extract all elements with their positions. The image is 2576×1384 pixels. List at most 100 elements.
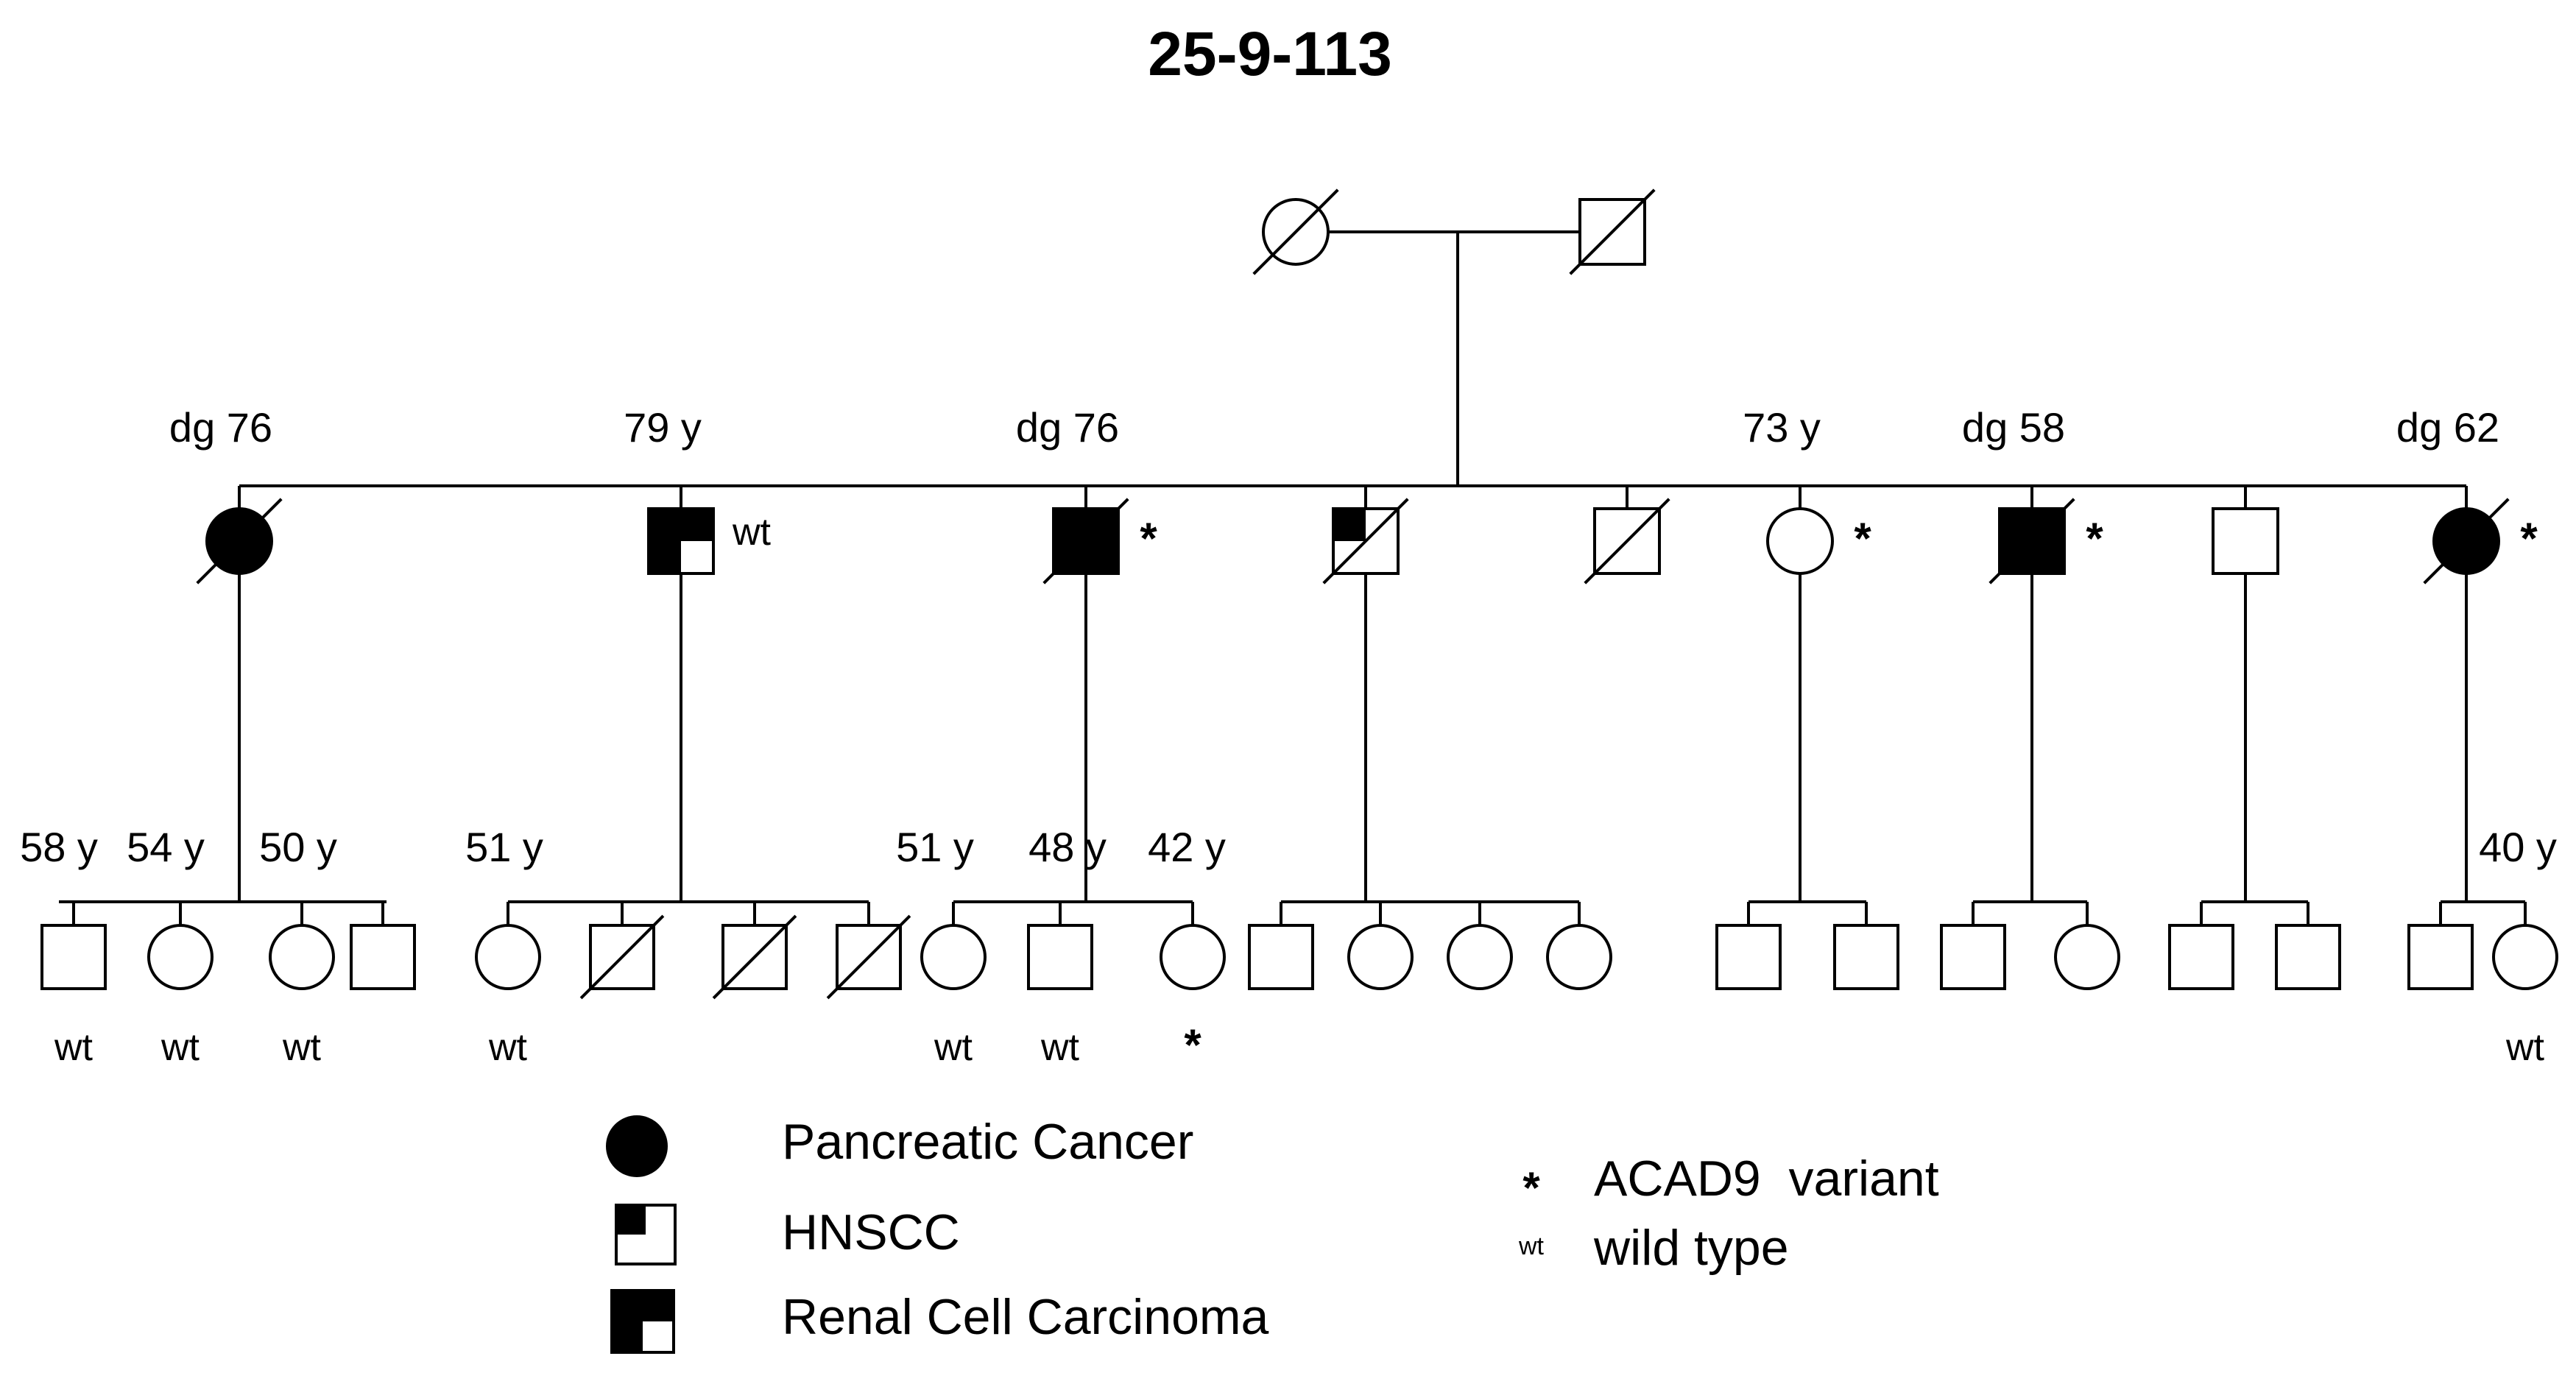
generation2-individual-5 [1584, 498, 1670, 585]
generation3-individual-shape [1160, 924, 1226, 990]
generation3-individual-shape [1447, 924, 1513, 990]
legend-wt-label: wild type [1593, 1220, 1789, 1276]
age-label: 42 y [1148, 824, 1226, 870]
age-label: dg 58 [1962, 404, 2065, 451]
generation3-individual [2054, 924, 2120, 990]
generation3-individual-shape [1248, 924, 1314, 990]
generation1-mother-deceased-slash [1252, 188, 1339, 275]
generation3-individual [2168, 924, 2234, 990]
generation3-individual [2492, 924, 2558, 990]
variant-marker: * [1184, 1020, 1201, 1070]
generation3-individual-deceased-slash [826, 914, 911, 1000]
generation2-individual-4-deceased-slash [1322, 498, 1409, 585]
generation2-individual-5-deceased-slash [1584, 498, 1670, 585]
generation3-individual [1160, 924, 1226, 990]
generation3-individual [1546, 924, 1612, 990]
legend-hnscc-symbol [615, 1204, 677, 1265]
variant-marker: * [1140, 514, 1157, 563]
generation3-individual [475, 924, 541, 990]
generation3-individual-shape [920, 924, 987, 990]
age-label: 51 y [896, 824, 974, 870]
genotype-label: wt [2505, 1026, 2545, 1069]
generation2-individual-6-shape [1766, 507, 1834, 575]
generation2-individual-7 [1989, 498, 2075, 585]
generation2-individual-1 [196, 498, 283, 585]
generation3-individual-shape [2407, 924, 2474, 990]
generation2-individual-7-deceased-slash [1989, 498, 2075, 585]
generation2-individual-3 [1042, 498, 1129, 585]
generation3-individual-deceased-slash [579, 914, 665, 1000]
age-label: dg 76 [1016, 404, 1119, 451]
generation2-individual-9 [2423, 498, 2510, 585]
legend-hnscc-label: HNSCC [782, 1204, 960, 1260]
generation3-individual [712, 914, 797, 1000]
legend-rcc-symbol [610, 1289, 675, 1354]
genotype-label: wt [160, 1026, 200, 1069]
generation3-individual-shape [2492, 924, 2558, 990]
variant-marker: * [2086, 514, 2103, 563]
age-label: dg 76 [169, 404, 272, 451]
generation2-individual-6 [1766, 507, 1834, 575]
generation2-individual-4-hnscc-quadrant [1335, 510, 1366, 541]
age-label: 54 y [127, 824, 205, 870]
generation2-individual-8-shape [2212, 507, 2279, 575]
generation3-individual-shape [1715, 924, 1782, 990]
genotype-label: wt [282, 1026, 322, 1069]
generation3-individual [269, 924, 335, 990]
generation3-individual [40, 924, 107, 990]
generation3-individual [1248, 924, 1314, 990]
generation3-individual-shape [350, 924, 416, 990]
generation2-individual-3-deceased-slash [1042, 498, 1129, 585]
age-label: 73 y [1743, 404, 1821, 451]
genotype-label: wt [1040, 1026, 1080, 1069]
age-label: 51 y [465, 824, 543, 870]
generation3-individual [826, 914, 911, 1000]
generation1-father [1569, 188, 1656, 275]
generation3-individual [2407, 924, 2474, 990]
legend-variant-label: ACAD9 variant [1594, 1151, 1939, 1207]
generation2-individual-1-deceased-slash [196, 498, 283, 585]
pedigree-title: 25-9-113 [1148, 19, 1392, 88]
generation3-individual [1715, 924, 1782, 990]
genotype-label: wt [934, 1026, 973, 1069]
generation3-individual-shape [40, 924, 107, 990]
generation1-mother [1252, 188, 1339, 275]
generation3-individual [350, 924, 416, 990]
generation3-individual [2275, 924, 2341, 990]
variant-marker: * [1854, 514, 1871, 563]
age-label: 48 y [1028, 824, 1107, 870]
generation3-individual-shape [1347, 924, 1414, 990]
pedigree-lines [59, 230, 2527, 925]
generation2-individual-2 [647, 507, 715, 575]
genotype-label: wt [732, 511, 772, 554]
generation3-individual-shape [2168, 924, 2234, 990]
generation3-individual-shape [147, 924, 214, 990]
age-label: dg 62 [2396, 404, 2499, 451]
genotype-label: wt [488, 1026, 528, 1069]
legend: Pancreatic Cancer HNSCC Renal Cell Carci… [606, 1114, 1939, 1354]
age-label: 40 y [2479, 824, 2557, 870]
age-label: 50 y [259, 824, 337, 870]
generation3-individual [147, 924, 214, 990]
legend-rcc-label: Renal Cell Carcinoma [782, 1289, 1269, 1345]
legend-variant-symbol: * [1522, 1163, 1540, 1212]
generation3-individual [1347, 924, 1414, 990]
generation3-individual [1833, 924, 1899, 990]
genotype-label: wt [54, 1026, 93, 1069]
generation3-individual-shape [1833, 924, 1899, 990]
generation3-individual [1447, 924, 1513, 990]
generation3-individual-shape [2054, 924, 2120, 990]
legend-wt-symbol: wt [1518, 1232, 1545, 1260]
generation3-individual-shape [1546, 924, 1612, 990]
variant-marker: * [2520, 514, 2538, 563]
generation3-individual [579, 914, 665, 1000]
generation3-individual-shape [269, 924, 335, 990]
generation1-father-deceased-slash [1569, 188, 1656, 275]
generation3-individual [920, 924, 987, 990]
generation3-individual-shape [1940, 924, 2006, 990]
age-label: 79 y [624, 404, 702, 451]
legend-pancreatic-symbol [606, 1115, 668, 1177]
generation3-individual [1940, 924, 2006, 990]
